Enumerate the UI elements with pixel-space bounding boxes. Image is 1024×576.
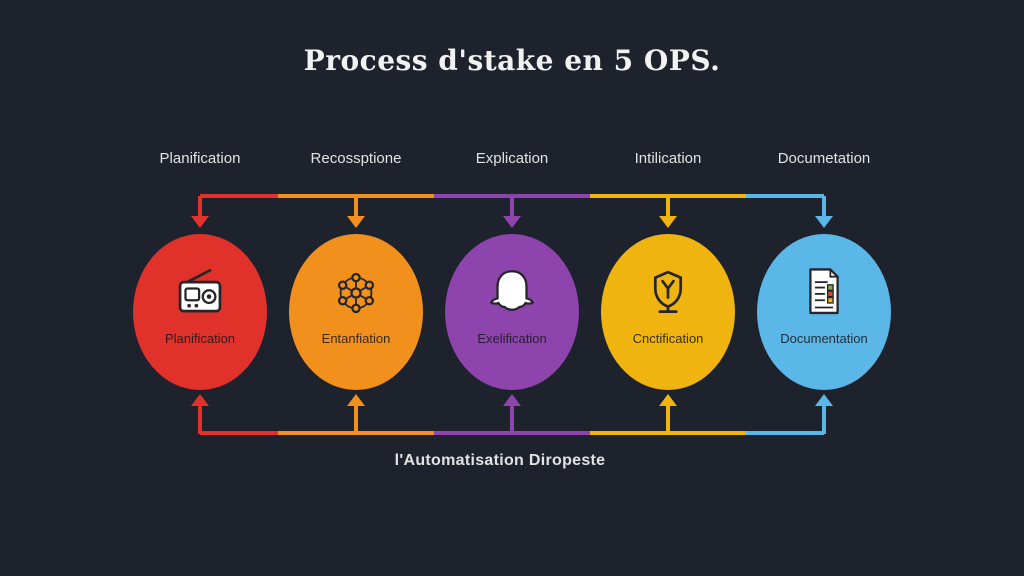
document-icon xyxy=(809,268,839,315)
bottom-connector-segment-4 xyxy=(590,431,746,435)
top-label-step-2: Recossptione xyxy=(310,150,402,167)
bottom-connector-segment-2 xyxy=(278,431,434,435)
top-label-step-5: Documetation xyxy=(777,150,871,167)
up-arrow-icon-5 xyxy=(815,394,833,406)
up-arrow-stem-4 xyxy=(666,404,670,434)
radio-icon xyxy=(178,268,222,313)
circle-label-step-3: Exelification xyxy=(477,331,547,346)
bottom-connector-segment-5 xyxy=(746,431,824,435)
network-icon xyxy=(337,272,375,314)
up-arrow-icon-2 xyxy=(347,394,365,406)
down-arrow-icon-2 xyxy=(347,216,365,228)
top-connector-segment-1 xyxy=(200,194,278,198)
top-label-step-1: Planification xyxy=(159,150,241,167)
up-arrow-stem-3 xyxy=(510,404,514,434)
step-circle-cnctification: Cnctification xyxy=(601,234,735,390)
up-arrow-stem-1 xyxy=(198,404,202,434)
top-label-step-3: Explication xyxy=(475,150,549,167)
up-arrow-icon-4 xyxy=(659,394,677,406)
circle-label-step-5: Documentation xyxy=(780,331,868,346)
down-arrow-stem-3 xyxy=(510,196,514,218)
up-arrow-icon-1 xyxy=(191,394,209,406)
down-arrow-icon-3 xyxy=(503,216,521,228)
down-arrow-stem-5 xyxy=(822,196,826,218)
circle-label-step-2: Entanfiation xyxy=(321,331,391,346)
down-arrow-icon-5 xyxy=(815,216,833,228)
top-label-step-4: Intilication xyxy=(634,150,702,167)
trophy-icon xyxy=(653,270,683,313)
bottom-connector-segment-3 xyxy=(434,431,590,435)
bottom-caption: l'Automatisation Diropeste xyxy=(394,452,606,469)
step-circle-exelification: Exelification xyxy=(445,234,579,390)
down-arrow-stem-1 xyxy=(198,196,202,218)
up-arrow-stem-5 xyxy=(822,404,826,434)
top-connector-segment-5 xyxy=(746,194,824,198)
down-arrow-icon-1 xyxy=(191,216,209,228)
step-circle-planification: Planification xyxy=(133,234,267,390)
ghost-icon xyxy=(490,270,534,311)
step-circle-entanfiation: Entanfiation xyxy=(289,234,423,390)
up-arrow-icon-3 xyxy=(503,394,521,406)
up-arrow-stem-2 xyxy=(354,404,358,434)
diagram-title: Process d'stake en 5 OPS. xyxy=(303,44,721,77)
down-arrow-stem-4 xyxy=(666,196,670,218)
step-circle-documentation: Documentation xyxy=(757,234,891,390)
down-arrow-stem-2 xyxy=(354,196,358,218)
circle-label-step-1: Planification xyxy=(164,331,236,346)
circle-label-step-4: Cnctification xyxy=(632,331,704,346)
down-arrow-icon-4 xyxy=(659,216,677,228)
bottom-connector-segment-1 xyxy=(200,431,278,435)
